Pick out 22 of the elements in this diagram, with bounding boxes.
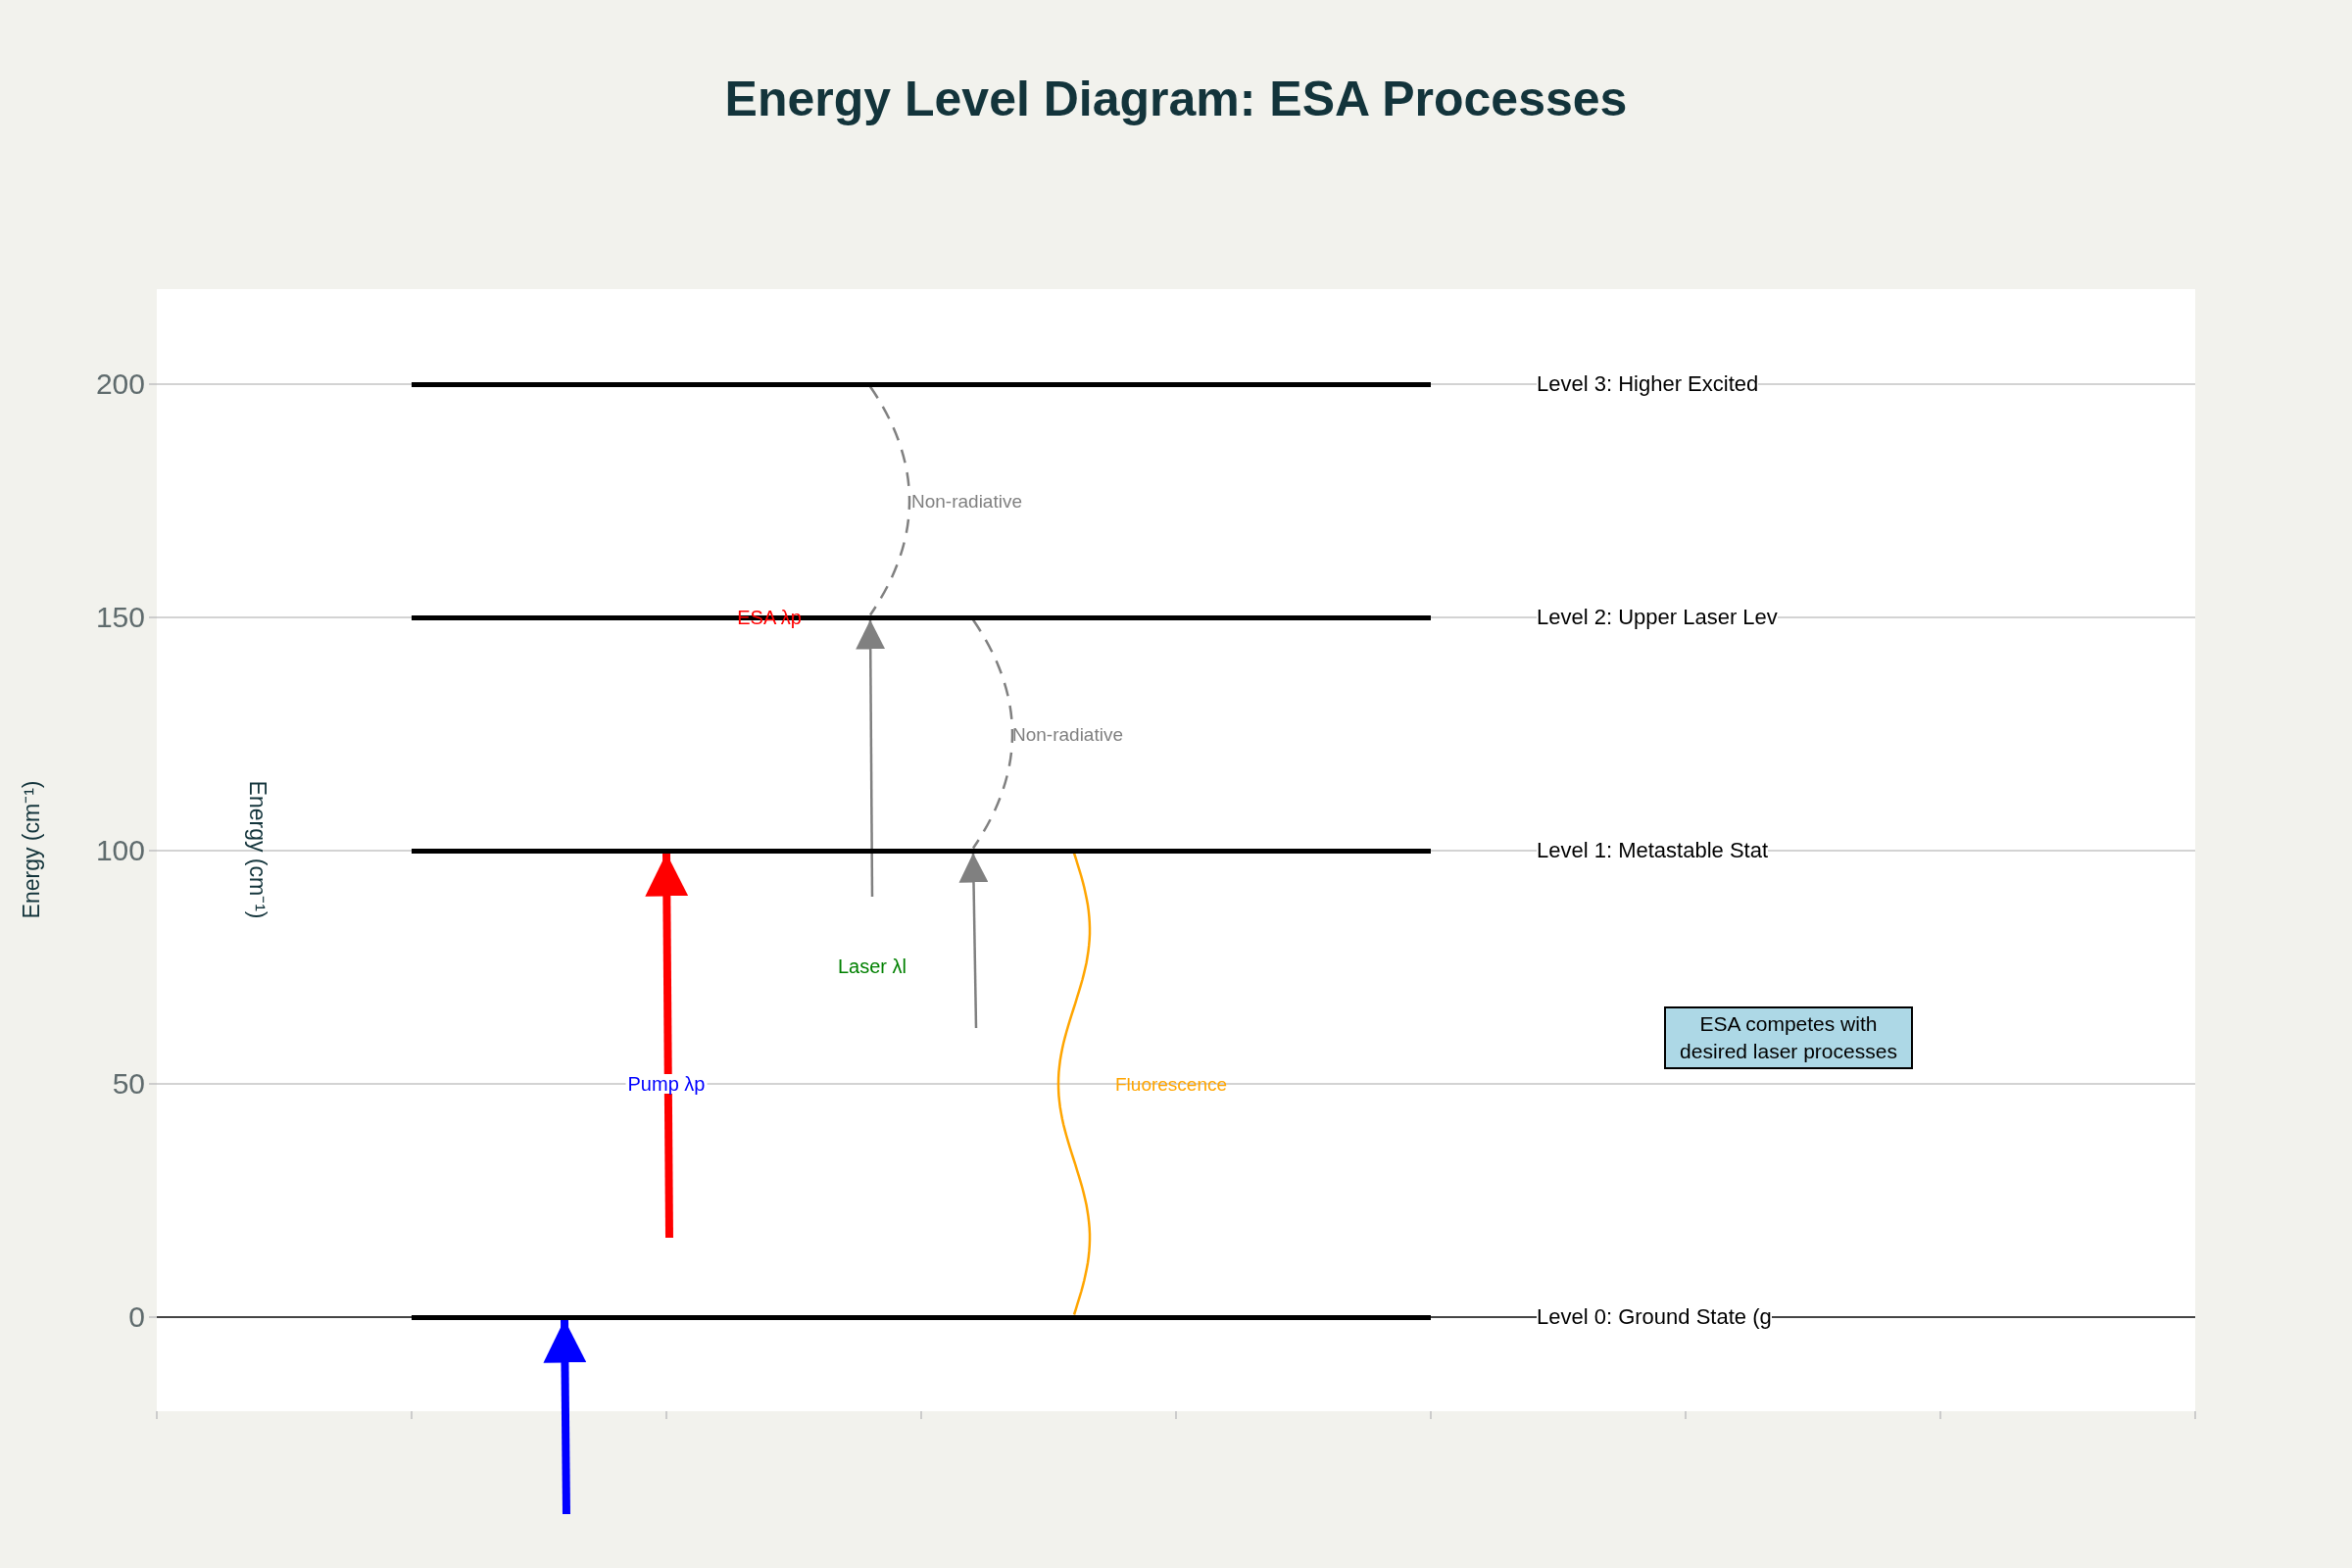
axis-title: Energy (cm⁻¹) [245, 780, 269, 919]
arrow [958, 853, 989, 1029]
axis-tick-label: 200 [95, 369, 145, 399]
level-label: Level 2: Upper Laser Lev [1537, 607, 1778, 628]
transition-label: Pump λp [625, 1074, 708, 1094]
edge-label: Non-radiative [911, 491, 1022, 513]
axis-tick-label: 0 [128, 1302, 145, 1332]
axis-tick-label: 50 [112, 1069, 145, 1099]
edge-label: Non-radiative [1012, 724, 1123, 746]
chart-title: Energy Level Diagram: ESA Processes [723, 71, 1629, 128]
level-label: Level 3: Higher Excited [1537, 373, 1759, 395]
axis-title: Energy (cm⁻¹) [20, 780, 43, 919]
note-box: ESA competes with desired laser processes [1664, 1006, 1913, 1069]
wavy-line [1056, 853, 1092, 1315]
axis-tick-label: 150 [95, 603, 145, 632]
arrow [543, 1319, 587, 1515]
transition-label: ESA λp [737, 608, 802, 627]
level-label: Level 0: Ground State (g [1537, 1306, 1772, 1328]
edge-label: Fluorescence [1115, 1074, 1228, 1096]
transition-label: Laser λl [838, 956, 906, 976]
arrow [856, 619, 886, 897]
axis-tick-label: 100 [95, 836, 145, 865]
